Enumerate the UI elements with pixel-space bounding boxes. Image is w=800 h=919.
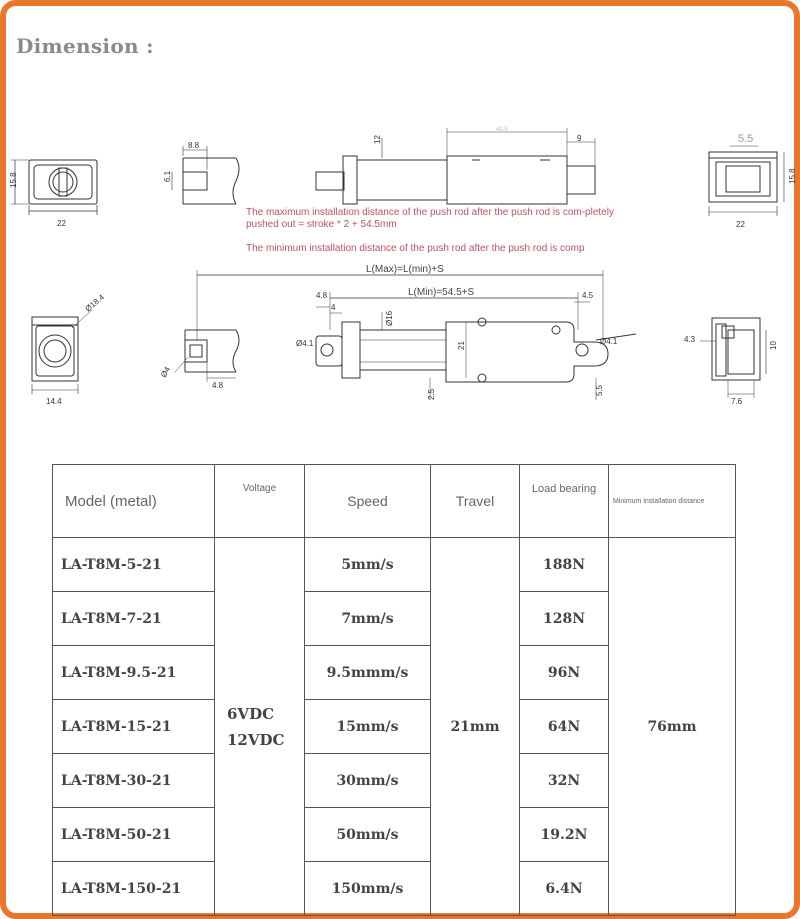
dim-15-8-top-left: 15.8 xyxy=(9,172,18,188)
min-install-cell: 76mm xyxy=(608,537,736,916)
table-row: LA-T8M-9.5-21 9.5mmm/s 96N xyxy=(52,645,736,700)
end-view-top-right xyxy=(708,145,785,216)
table-row: LA-T8M-5-21 6VDC 12VDC 5mm/s 21mm 188N 7… xyxy=(52,537,736,916)
speed-cell: 150mm/s xyxy=(304,861,431,916)
note-min-install: The minimum installation distance of the… xyxy=(246,243,618,255)
speed-cell: 30mm/s xyxy=(304,753,431,808)
header-load: Load bearing xyxy=(519,464,609,538)
header-voltage: Voltage xyxy=(214,464,305,538)
speed-cell: 9.5mmm/s xyxy=(304,645,431,700)
speed-cell: 15mm/s xyxy=(304,699,431,754)
dim-5-5-bottom: 5.5 xyxy=(595,384,604,396)
header-travel: Travel xyxy=(430,464,520,538)
dim-phi-4: Ø4 xyxy=(159,365,172,379)
model-cell: LA-T8M-7-21 xyxy=(52,591,215,646)
note-max-install: The maximum installation distance of the… xyxy=(246,207,626,231)
dim-21: 21 xyxy=(457,341,466,350)
rod-end-detail-bottom xyxy=(174,329,240,382)
actuator-side-view-top xyxy=(315,128,596,205)
table-header-row: Model (metal) Voltage Speed Travel Load … xyxy=(52,464,736,538)
page-title: Dimension : xyxy=(16,34,154,58)
dim-top-length: 40.5 xyxy=(496,127,508,133)
table-row: LA-T8M-30-21 30mm/s 32N xyxy=(52,753,736,808)
dim-4-8-bottom: 4.8 xyxy=(212,381,224,390)
spec-table: Model (metal) Voltage Speed Travel Load … xyxy=(52,464,736,916)
dim-15-8-top-right: 15.8 xyxy=(788,168,797,184)
load-cell: 128N xyxy=(519,591,609,646)
dim-l-max: L(Max)=L(min)+S xyxy=(366,264,444,275)
load-cell: 6.4N xyxy=(519,861,609,916)
header-speed: Speed xyxy=(304,464,431,538)
end-view-bottom-right xyxy=(700,317,767,398)
dim-14-4: 14.4 xyxy=(46,397,62,406)
voltage-12vdc: 12VDC xyxy=(227,730,285,749)
dim-phi-4-1-left: Ø4.1 xyxy=(296,339,314,348)
table-row: LA-T8M-150-21 150mm/s 6.4N xyxy=(52,861,736,916)
load-cell: 19.2N xyxy=(519,807,609,862)
length-dimension-lines xyxy=(196,270,604,340)
dim-9: 9 xyxy=(577,134,582,143)
model-cell: LA-T8M-50-21 xyxy=(52,807,215,862)
dimension-drawing: 22 15.8 8.8 6.1 12 40.5 9 xyxy=(9,127,797,406)
dim-8-8: 8.8 xyxy=(188,141,200,150)
header-model: Model (metal) xyxy=(52,464,215,538)
end-view-top-left xyxy=(11,159,98,215)
model-cell: LA-T8M-9.5-21 xyxy=(52,645,215,700)
model-cell: LA-T8M-150-21 xyxy=(52,861,215,916)
dim-22-top-left: 22 xyxy=(57,219,66,228)
dim-4-8: 4.8 xyxy=(316,291,328,300)
dim-6-1: 6.1 xyxy=(163,170,172,182)
dim-4: 4 xyxy=(331,303,336,312)
dim-4-3: 4.3 xyxy=(684,335,696,344)
load-cell: 64N xyxy=(519,699,609,754)
dim-10: 10 xyxy=(769,341,778,350)
dim-4-5: 4.5 xyxy=(582,291,594,300)
dim-7-6: 7.6 xyxy=(731,397,743,406)
note-min-install-text: The minimum installation distance of the… xyxy=(246,243,585,254)
speed-cell: 5mm/s xyxy=(304,537,431,592)
actuator-side-view-bottom xyxy=(315,301,637,400)
rod-end-detail-top xyxy=(171,146,240,205)
dim-l-min: L(Min)=54.5+S xyxy=(408,287,474,298)
model-cell: LA-T8M-30-21 xyxy=(52,753,215,808)
end-view-bottom-left xyxy=(31,309,93,394)
dim-5-5-top-right: 5.5 xyxy=(738,133,753,145)
dim-2-5: 2.5 xyxy=(427,388,436,400)
model-cell: LA-T8M-15-21 xyxy=(52,699,215,754)
dim-phi-18-4: Ø18.4 xyxy=(84,292,107,313)
speed-cell: 7mm/s xyxy=(304,591,431,646)
dim-phi-16: Ø16 xyxy=(385,310,394,326)
table-row: LA-T8M-50-21 50mm/s 19.2N xyxy=(52,807,736,862)
travel-cell: 21mm xyxy=(430,537,520,916)
note-max-install-text: The maximum installation distance of the… xyxy=(246,207,614,230)
table-row: LA-T8M-15-21 15mm/s 64N xyxy=(52,699,736,754)
voltage-6vdc: 6VDC xyxy=(227,704,275,723)
dim-phi-4-1-right: Ø4.1 xyxy=(600,337,618,346)
header-min-install: Minimum installation distance xyxy=(608,464,736,538)
model-cell: LA-T8M-5-21 xyxy=(52,537,215,592)
dim-22-top-right: 22 xyxy=(736,220,745,229)
load-cell: 32N xyxy=(519,753,609,808)
load-cell: 96N xyxy=(519,645,609,700)
dim-12: 12 xyxy=(373,135,382,144)
speed-cell: 50mm/s xyxy=(304,807,431,862)
voltage-cell: 6VDC 12VDC xyxy=(214,537,305,916)
load-cell: 188N xyxy=(519,537,609,592)
